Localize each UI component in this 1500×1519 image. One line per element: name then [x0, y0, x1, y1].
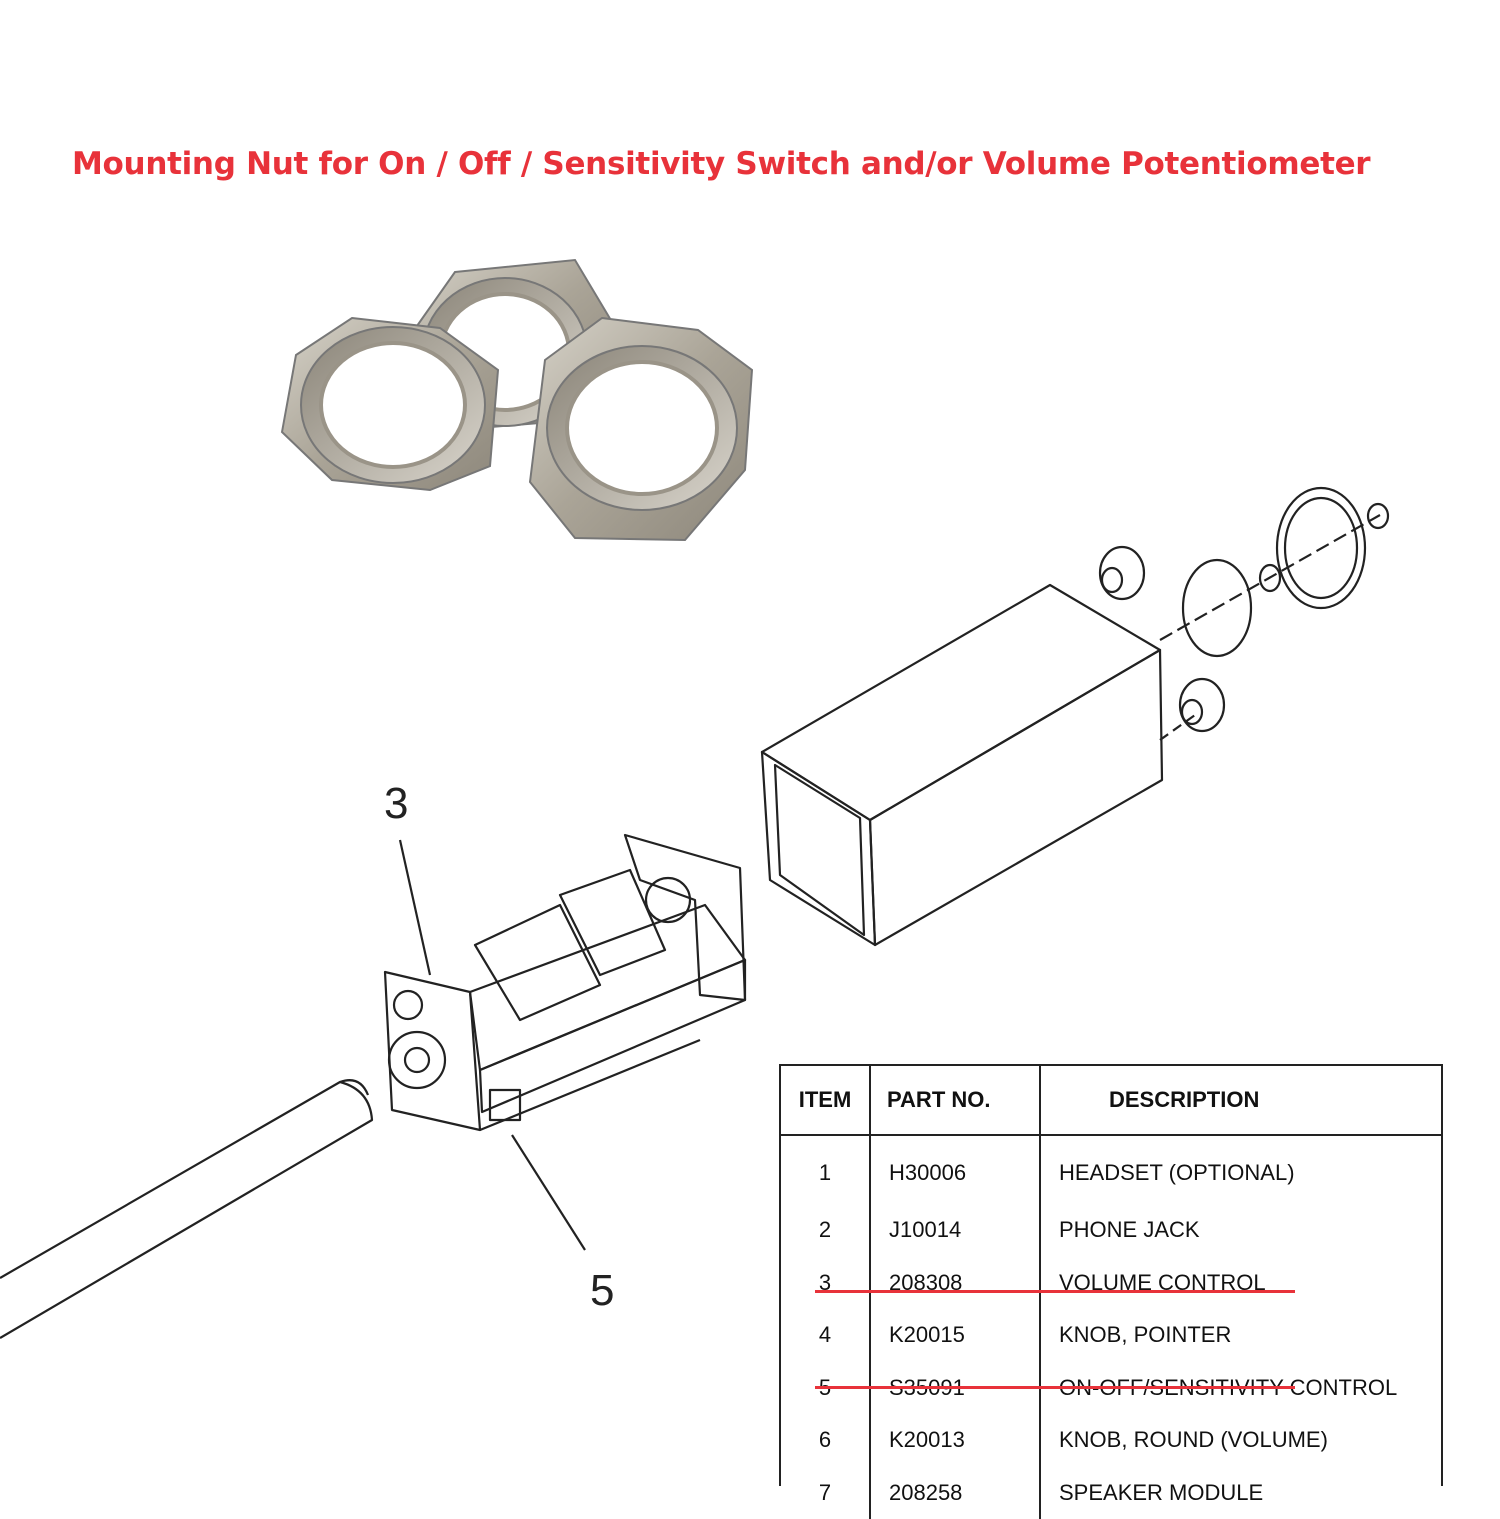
leader-line-3 — [400, 840, 430, 975]
highlight-underline-row-3 — [815, 1290, 1295, 1293]
part-no-cell: K20015 — [870, 1309, 1040, 1362]
column-header-item: ITEM — [781, 1066, 870, 1135]
part-no-cell: H30006 — [870, 1135, 1040, 1204]
part-no-cell: K20013 — [870, 1414, 1040, 1467]
description-cell: PHONE JACK — [1040, 1204, 1441, 1257]
column-header-part-no: PART NO. — [870, 1066, 1040, 1135]
table-row: 3 208308 VOLUME CONTROL — [781, 1257, 1441, 1310]
highlight-underline-row-5 — [815, 1386, 1295, 1389]
description-cell: KNOB, POINTER — [1040, 1309, 1441, 1362]
description-cell: KNOB, ROUND (VOLUME) — [1040, 1414, 1441, 1467]
item-cell: 6 — [781, 1414, 870, 1467]
housing-drawing — [762, 585, 1162, 945]
item-cell: 2 — [781, 1204, 870, 1257]
part-no-cell: 208258 — [870, 1467, 1040, 1519]
description-cell: SPEAKER MODULE — [1040, 1467, 1441, 1519]
knobs-drawing — [1100, 488, 1388, 740]
tube-drawing — [0, 1080, 372, 1338]
table-row: 2 J10014 PHONE JACK — [781, 1204, 1441, 1257]
hex-nuts-photo — [282, 260, 752, 540]
item-cell: 7 — [781, 1467, 870, 1519]
item-cell: 4 — [781, 1309, 870, 1362]
part-no-cell: J10014 — [870, 1204, 1040, 1257]
table-header-row: ITEM PART NO. DESCRIPTION — [781, 1066, 1441, 1135]
item-cell: 1 — [781, 1135, 870, 1204]
table-row: 4 K20015 KNOB, POINTER — [781, 1309, 1441, 1362]
column-header-description: DESCRIPTION — [1040, 1066, 1441, 1135]
callout-3: 3 — [384, 779, 408, 828]
description-cell: VOLUME CONTROL — [1040, 1257, 1441, 1310]
description-cell: HEADSET (OPTIONAL) — [1040, 1135, 1441, 1204]
table-row: 7 208258 SPEAKER MODULE — [781, 1467, 1441, 1519]
item-cell: 3 — [781, 1257, 870, 1310]
table-row: 6 K20013 KNOB, ROUND (VOLUME) — [781, 1414, 1441, 1467]
part-no-cell: 208308 — [870, 1257, 1040, 1310]
callout-5: 5 — [590, 1266, 614, 1315]
chassis-drawing — [385, 835, 745, 1130]
leader-line-5 — [512, 1135, 585, 1250]
table-row: 1 H30006 HEADSET (OPTIONAL) — [781, 1135, 1441, 1204]
hex-nut-right — [530, 318, 752, 540]
parts-table: ITEM PART NO. DESCRIPTION 1 H30006 HEADS… — [779, 1064, 1443, 1486]
